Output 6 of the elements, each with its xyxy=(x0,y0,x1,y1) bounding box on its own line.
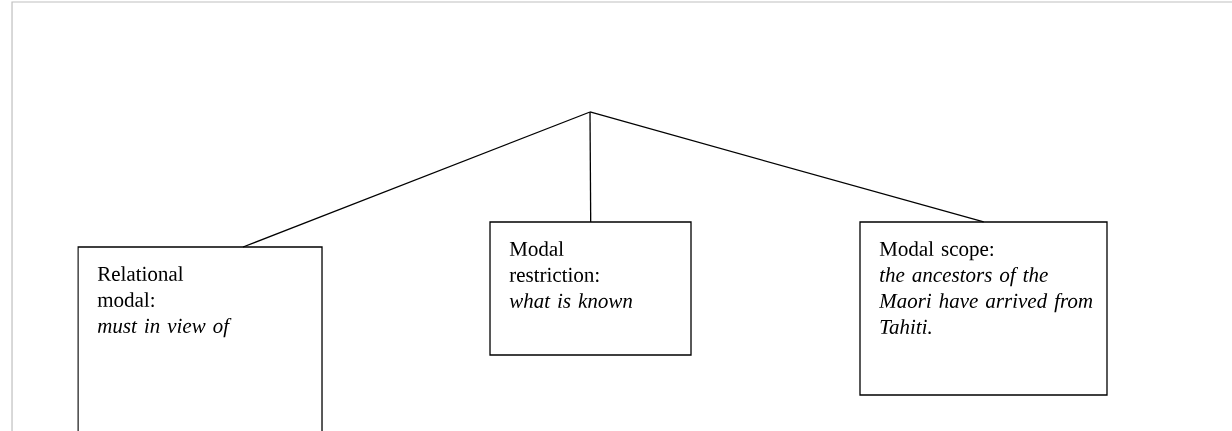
text-box: Modal scope: the ancestors of the Maori have arrived from Tahiti. xyxy=(859,221,1108,396)
connector-line xyxy=(589,111,985,223)
connector-line xyxy=(242,111,591,248)
text-box: Modal restriction: what is known xyxy=(489,221,692,356)
text-box: Relational modal: must in view of xyxy=(77,246,323,431)
connector-line xyxy=(589,111,592,223)
